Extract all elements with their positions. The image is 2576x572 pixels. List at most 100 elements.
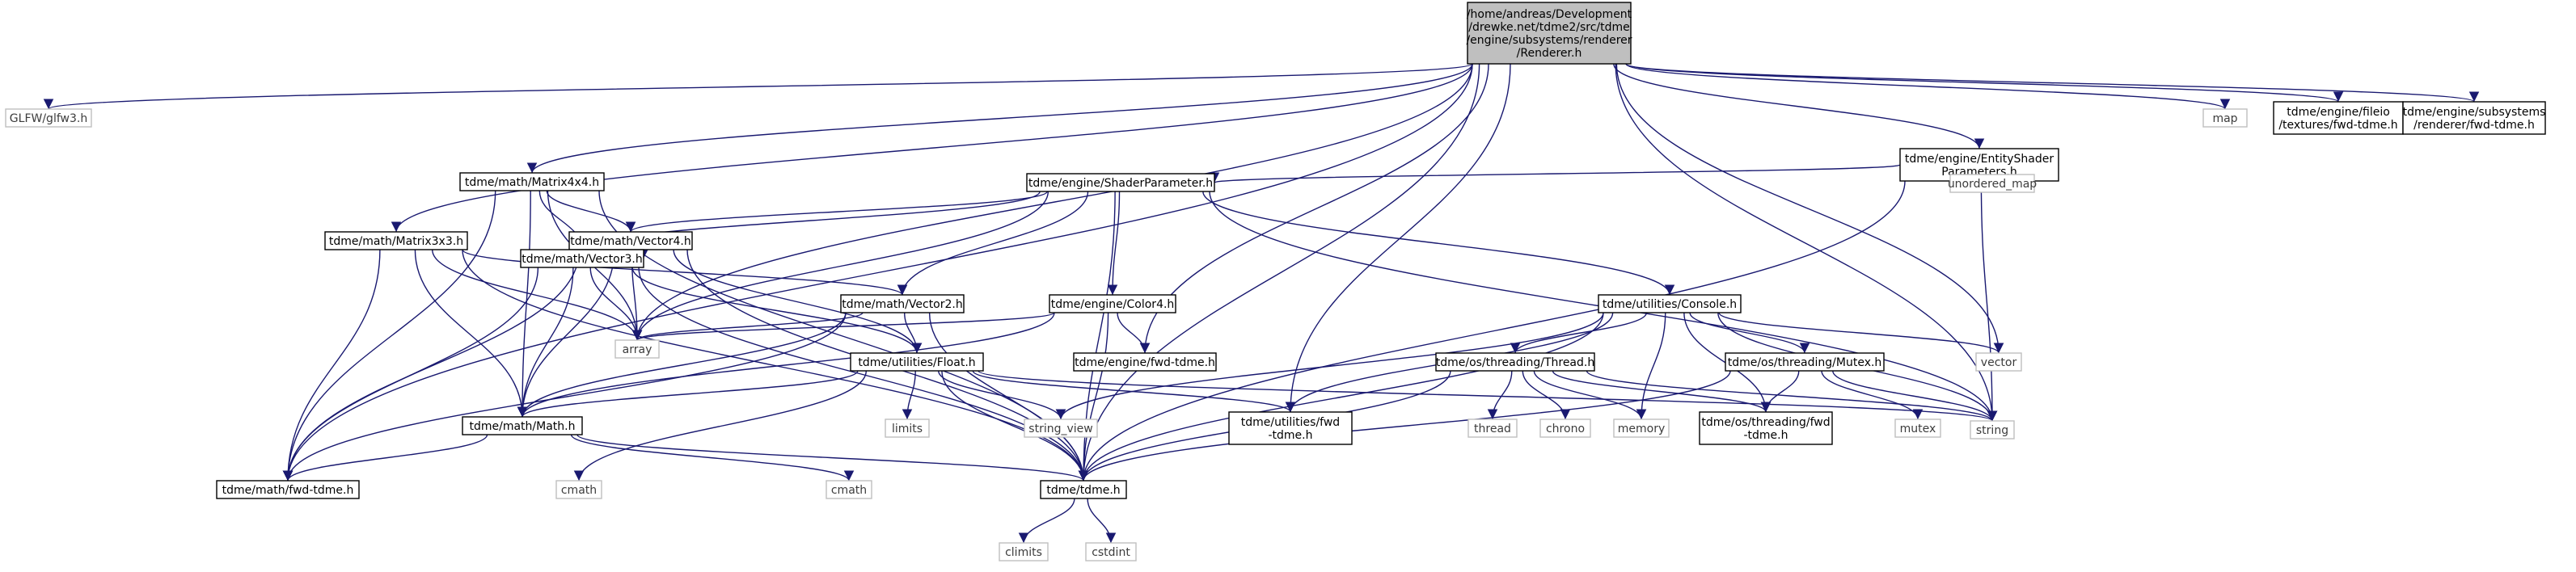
node-climits: climits <box>999 542 1049 561</box>
edge-thread-to-threadext <box>1487 370 1513 420</box>
node-box <box>1085 542 1137 561</box>
node-box <box>216 480 360 499</box>
edge-matrix3x3-to-tdmeh <box>462 249 1089 482</box>
node-console[interactable]: tdme/utilities/Console.h <box>1598 294 1742 313</box>
edge-shaderparam-to-array <box>631 191 1049 341</box>
edge-vector2-to-float <box>904 312 923 354</box>
node-label: /textures/fwd-tdme.h <box>2278 119 2397 132</box>
edge-vector3-to-mathfwd <box>282 267 539 482</box>
edge-mathh-to-tdmeh <box>576 434 1088 482</box>
node-mutex[interactable]: tdme/os/threading/Mutex.h <box>1725 352 1885 372</box>
edge-vector2-to-mathh <box>517 312 847 418</box>
node-vector3[interactable]: tdme/math/Vector3.h <box>520 249 644 268</box>
edge-console-to-thread <box>1510 312 1648 354</box>
edge-vector3-to-float <box>631 267 923 354</box>
node-box <box>999 542 1049 561</box>
node-box <box>1435 352 1595 372</box>
node-label: tdme/math/Vector4.h <box>570 235 690 248</box>
node-box <box>555 480 602 499</box>
edge-entityshader-to-tdmeh <box>1078 180 1906 482</box>
node-box <box>850 352 984 372</box>
node-box <box>826 480 872 499</box>
node-vector: vector <box>1975 352 2022 372</box>
edge-renderer-to-fileio <box>1625 63 2343 103</box>
node-label: string <box>1976 424 2008 437</box>
edge-float-to-tdmeh <box>941 370 1089 482</box>
node-utilfwd[interactable]: tdme/utilities/fwd-tdme.h <box>1228 411 1353 445</box>
node-box <box>1228 411 1353 445</box>
node-label: cstdint <box>1092 546 1130 559</box>
node-label: tdme/math/Matrix3x3.h <box>329 235 463 248</box>
node-label: -tdme.h <box>1268 429 1312 442</box>
node-box <box>520 249 644 268</box>
node-box <box>1026 173 1215 192</box>
node-mathh[interactable]: tdme/math/Math.h <box>462 416 583 435</box>
node-label: tdme/engine/fileio <box>2287 106 2390 119</box>
edge-color4-to-array <box>632 312 1055 341</box>
node-renderer[interactable]: /home/andreas/Development/drewke.net/tdm… <box>1466 2 1632 65</box>
edge-float-to-string <box>978 370 1997 422</box>
node-mutexext: mutex <box>1894 418 1941 438</box>
node-box <box>1725 352 1885 372</box>
node-vector4[interactable]: tdme/math/Vector4.h <box>568 231 693 250</box>
edge-float-to-cmath_l <box>573 370 867 482</box>
node-label: tdme/os/threading/Thread.h <box>1436 356 1594 369</box>
edge-entityshader-to-string <box>1980 180 1998 422</box>
edge-renderer-to-tdmeh <box>1078 63 1480 482</box>
edge-shaderparam-to-vector4 <box>625 191 1048 233</box>
node-label: chrono <box>1546 423 1585 435</box>
node-cmath_r: cmath <box>826 480 872 499</box>
edge-shaderparam-to-vector2 <box>897 191 1089 296</box>
node-shaderparam[interactable]: tdme/engine/ShaderParameter.h <box>1026 173 1215 192</box>
edge-mathh-to-cmath_r <box>570 434 855 482</box>
node-box <box>1970 420 2015 440</box>
node-box <box>885 418 930 438</box>
edge-vector3-to-mathh <box>517 267 574 418</box>
edge-console-to-memory <box>1636 312 1666 420</box>
node-box <box>614 339 660 359</box>
edge-renderer-to-enginefwd <box>1139 63 1489 354</box>
node-threadext: thread <box>1467 418 1518 438</box>
node-box <box>462 416 583 435</box>
node-mathfwd[interactable]: tdme/math/fwd-tdme.h <box>216 480 360 499</box>
edge-mutex-to-mutexext <box>1821 370 1924 420</box>
node-label: tdme/engine/fwd-tdme.h <box>1075 356 1215 369</box>
node-vector2[interactable]: tdme/math/Vector2.h <box>840 294 965 313</box>
node-label: thread <box>1474 423 1511 435</box>
edge-matrix3x3-to-array <box>432 249 643 341</box>
node-thread[interactable]: tdme/os/threading/Thread.h <box>1435 352 1595 372</box>
edge-matrix3x3-to-mathh <box>414 249 528 418</box>
edge-mutex-to-threadfwd <box>1760 370 1800 413</box>
node-matrix4x4[interactable]: tdme/math/Matrix4x4.h <box>459 172 605 191</box>
node-label: tdme/utilities/Float.h <box>858 356 975 369</box>
node-memory: memory <box>1613 418 1670 438</box>
node-color4[interactable]: tdme/engine/Color4.h <box>1049 294 1176 313</box>
node-box <box>1894 418 1941 438</box>
node-threadfwd[interactable]: tdme/os/threading/fwd-tdme.h <box>1699 411 1833 445</box>
node-label: /drewke.net/tdme2/src/tdme <box>1468 21 1630 34</box>
node-float[interactable]: tdme/utilities/Float.h <box>850 352 984 372</box>
node-matrix3x3[interactable]: tdme/math/Matrix3x3.h <box>324 231 468 250</box>
node-label: memory <box>1618 423 1666 435</box>
node-enginefwd[interactable]: tdme/engine/fwd-tdme.h <box>1073 352 1217 372</box>
node-label: tdme/math/Math.h <box>470 420 576 433</box>
node-chrono: chrono <box>1539 418 1591 438</box>
node-subsys[interactable]: tdme/engine/subsystems/renderer/fwd-tdme… <box>2402 101 2546 135</box>
edge-float-to-string_view <box>938 370 1066 420</box>
node-box <box>1975 352 2022 372</box>
node-tdmeh[interactable]: tdme/tdme.h <box>1040 480 1127 499</box>
edge-entityshader-to-shaderparam <box>1210 164 1901 183</box>
node-fileio[interactable]: tdme/engine/fileio/textures/fwd-tdme.h <box>2273 101 2404 135</box>
node-box <box>1539 418 1591 438</box>
edge-shaderparam-to-console <box>1202 191 1675 296</box>
edge-color4-to-mathh <box>517 312 1055 418</box>
node-label: tdme/math/Vector3.h <box>522 253 642 266</box>
edge-renderer-to-entityshader <box>1613 63 1985 149</box>
dependency-edges <box>44 63 2479 544</box>
node-label: unordered_map <box>1948 178 2037 191</box>
edge-vector2-to-array <box>631 312 864 341</box>
node-label: climits <box>1005 546 1042 559</box>
edge-float-to-mathh <box>517 370 859 418</box>
node-label: tdme/engine/ShaderParameter.h <box>1028 177 1213 190</box>
